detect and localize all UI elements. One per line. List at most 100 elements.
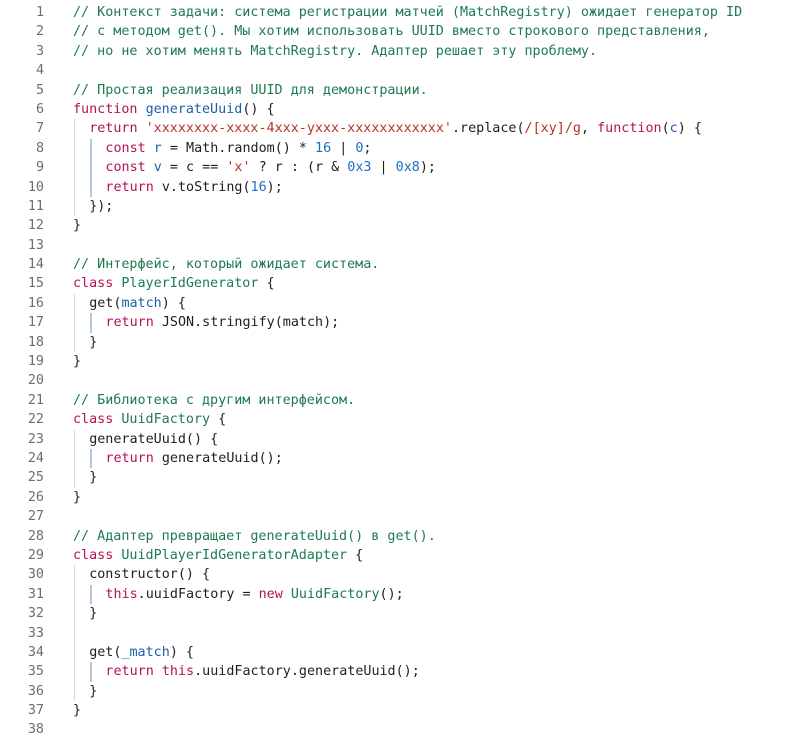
- line-number: 11: [27, 198, 44, 214]
- line-number: 13: [27, 237, 44, 253]
- code-token: }: [89, 606, 98, 622]
- code-line[interactable]: 34 get(_match) {: [0, 642, 803, 663]
- code-line[interactable]: 21// Библиотека с другим интерфейсом.: [0, 391, 803, 410]
- code-text: // Интерфейс, который ожидает система.: [73, 255, 379, 274]
- indent-guide: [74, 565, 75, 585]
- code-text: get(_match) {: [89, 643, 194, 662]
- code-line[interactable]: 24 return generateUuid();: [0, 448, 803, 469]
- keyword-token: return: [105, 179, 154, 195]
- line-number: 9: [35, 160, 44, 176]
- code-text: return JSON.stringify(match);: [105, 313, 339, 332]
- code-token: .uuidFactory.generateUuid();: [194, 664, 420, 680]
- line-number: 25: [27, 470, 44, 486]
- code-token: {: [347, 547, 364, 563]
- code-line[interactable]: 36}: [0, 681, 803, 702]
- comment-token: // Простая реализация UUID для демонстра…: [73, 82, 428, 98]
- keyword-token: return: [105, 664, 154, 680]
- code-line[interactable]: 12}: [0, 216, 803, 235]
- code-token: [154, 664, 162, 679]
- indent-guide: [74, 177, 75, 197]
- code-line[interactable]: 28// Адаптер превращает generateUuid() в…: [0, 527, 803, 546]
- code-text: }: [73, 701, 81, 720]
- code-text: function generateUuid() {: [73, 100, 275, 119]
- indent-guide: [90, 138, 93, 159]
- code-text: generateUuid() {: [89, 430, 218, 449]
- line-number: 24: [27, 450, 44, 466]
- indent-guide: [74, 332, 75, 353]
- code-text: // с методом get(). Мы хотим использоват…: [73, 22, 710, 41]
- code-line[interactable]: 2// с методом get(). Мы хотим использова…: [0, 22, 803, 41]
- code-text: // Библиотека с другим интерфейсом.: [73, 391, 355, 410]
- line-number: 7: [35, 121, 44, 137]
- keyword-token: class: [73, 276, 114, 292]
- code-line[interactable]: 33: [0, 623, 803, 643]
- code-token: ? r : (r &: [250, 160, 348, 176]
- string-token: 'xxxxxxxx-xxxx-4xxx-yxxx-xxxxxxxxxxxx': [145, 121, 452, 137]
- code-text: return 'xxxxxxxx-xxxx-4xxx-yxxx-xxxxxxxx…: [89, 119, 702, 138]
- line-number: 26: [27, 489, 44, 505]
- keyword-token: new: [258, 586, 283, 602]
- indent-guide: [90, 448, 93, 469]
- line-number: 34: [27, 644, 44, 660]
- code-line[interactable]: 38: [0, 720, 803, 739]
- line-number: 20: [27, 373, 44, 389]
- code-line[interactable]: 26}: [0, 488, 803, 507]
- keyword-token: return: [105, 450, 154, 466]
- code-token: (: [661, 121, 670, 137]
- indent-guide: [90, 584, 93, 605]
- line-number: 33: [27, 625, 44, 641]
- code-token: [283, 587, 291, 602]
- code-token: }: [73, 703, 82, 719]
- code-line[interactable]: 3// но не хотим менять MatchRegistry. Ад…: [0, 42, 803, 61]
- indent-guide: [74, 681, 75, 702]
- keyword-token: function: [597, 121, 662, 137]
- code-line[interactable]: 18}: [0, 332, 803, 353]
- code-line[interactable]: 13: [0, 236, 803, 255]
- code-text: const v = c == 'x' ? r : (r & 0x3 | 0x8)…: [105, 158, 436, 177]
- code-line[interactable]: 14// Интерфейс, который ожидает система.: [0, 255, 803, 274]
- code-line[interactable]: 11});: [0, 196, 803, 217]
- code-text: }: [89, 333, 97, 352]
- code-text: return generateUuid();: [105, 449, 282, 468]
- indent-guide: [90, 158, 93, 178]
- code-line[interactable]: 7 return 'xxxxxxxx-xxxx-4xxx-yxxx-xxxxxxx…: [0, 119, 803, 139]
- code-line[interactable]: 9 const v = c == 'x' ? r : (r & 0x3 | 0x8…: [0, 158, 803, 178]
- code-token: [138, 121, 146, 136]
- code-line[interactable]: 19}: [0, 352, 803, 371]
- code-line[interactable]: 32}: [0, 604, 803, 624]
- indent-guide: [74, 313, 75, 333]
- indent-guide: [74, 468, 75, 488]
- code-line[interactable]: 25}: [0, 468, 803, 488]
- line-number: 37: [27, 703, 44, 719]
- code-text: }: [89, 468, 97, 487]
- class-name-token: UuidPlayerIdGeneratorAdapter: [121, 547, 348, 563]
- code-line[interactable]: 5// Простая реализация UUID для демонстр…: [0, 81, 803, 100]
- code-text: // Адаптер превращает generateUuid() в g…: [73, 527, 436, 546]
- line-number: 36: [27, 683, 44, 699]
- code-line[interactable]: 37}: [0, 701, 803, 720]
- code-line[interactable]: 1// Контекст задачи: система регистрации…: [0, 3, 803, 22]
- indent-guide: [74, 138, 75, 159]
- code-line[interactable]: 20: [0, 371, 803, 390]
- code-token: }: [73, 218, 82, 234]
- code-token: {: [258, 276, 275, 292]
- line-number: 22: [27, 412, 44, 428]
- code-line[interactable]: 4: [0, 61, 803, 80]
- line-number: 12: [27, 218, 44, 234]
- class-name-token: UuidFactory: [121, 412, 211, 428]
- code-line[interactable]: 27: [0, 507, 803, 526]
- code-token: ;: [363, 140, 372, 156]
